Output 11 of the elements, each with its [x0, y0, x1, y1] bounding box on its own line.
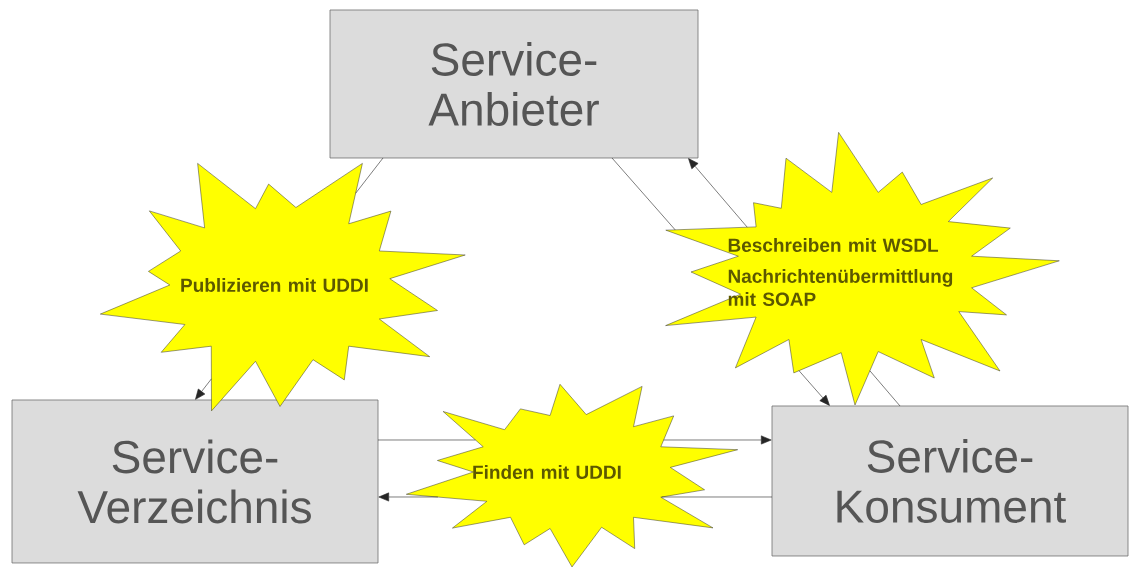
arrow — [195, 378, 212, 400]
process-box: Service- Verzeichnis — [11, 399, 379, 564]
arrow — [688, 158, 748, 228]
starburst: Beschreiben mit WSDL Nachrichtenübermittlung mit SOAP — [665, 132, 1060, 406]
process-box: Service- Anbieter — [329, 9, 699, 159]
arrow — [798, 370, 830, 406]
starburst: Finden mit UDDI — [406, 384, 738, 568]
starburst: Publizieren mit UDDI — [100, 163, 466, 412]
process-box: Service- Konsument — [771, 405, 1129, 557]
arrow — [378, 492, 439, 502]
arrow — [663, 435, 772, 445]
